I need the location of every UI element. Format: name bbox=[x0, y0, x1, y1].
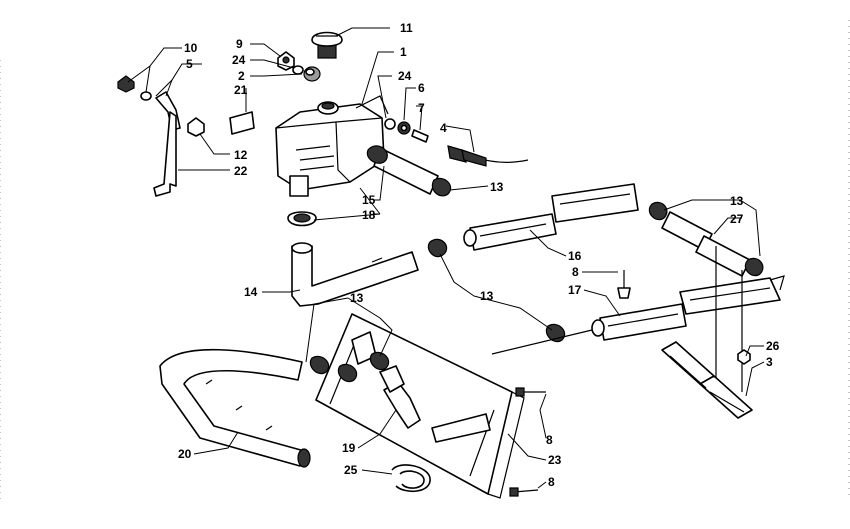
callout-7: 7 bbox=[418, 101, 425, 115]
callout-3: 3 bbox=[766, 355, 773, 369]
callout-20: 20 bbox=[178, 447, 192, 461]
callout-13-hose: 13 bbox=[490, 180, 504, 194]
clamp-13-radiator-left bbox=[309, 355, 330, 375]
clamp-13-upper-rail bbox=[427, 238, 448, 258]
callout-1: 1 bbox=[400, 45, 407, 59]
mount-3 bbox=[661, 341, 753, 419]
callout-12: 12 bbox=[234, 148, 248, 162]
clamp-13-right-upper bbox=[648, 201, 668, 221]
exchanger-tube-27 bbox=[648, 201, 764, 277]
radiator-cap bbox=[311, 31, 343, 59]
hose-20 bbox=[159, 348, 311, 468]
callout-17: 17 bbox=[568, 283, 582, 297]
callout-27: 27 bbox=[730, 212, 744, 226]
callout-13-radiator: 13 bbox=[350, 291, 364, 305]
callout-8-mid: 8 bbox=[546, 433, 553, 447]
clamp-25 bbox=[391, 464, 431, 493]
leader-lines bbox=[127, 27, 765, 489]
bleed-screw-8-bottom bbox=[509, 487, 539, 497]
washer-5 bbox=[140, 91, 152, 101]
hose-4-segment bbox=[461, 149, 487, 167]
washer-24-right bbox=[384, 118, 396, 130]
callout-5: 5 bbox=[186, 57, 193, 71]
callout-21: 21 bbox=[234, 83, 248, 97]
callout-2: 2 bbox=[238, 69, 245, 83]
callout-8-upper: 8 bbox=[572, 265, 579, 279]
bleed-screw-8-mid bbox=[515, 387, 546, 397]
clamp-13-hose15 bbox=[431, 177, 452, 197]
hose-19 bbox=[351, 331, 491, 443]
callout-13-mid: 13 bbox=[480, 289, 494, 303]
nut-12 bbox=[187, 117, 205, 137]
clamp-13-tank bbox=[366, 145, 388, 164]
hose-14 bbox=[291, 242, 419, 307]
connecting-line bbox=[491, 329, 593, 355]
bleed-screw-8-upper bbox=[617, 270, 631, 299]
fitting-6 bbox=[397, 121, 411, 135]
callout-6: 6 bbox=[418, 81, 425, 95]
nut-10 bbox=[117, 75, 135, 93]
callout-11: 11 bbox=[400, 21, 413, 35]
nut-26 bbox=[737, 349, 751, 365]
callout-9: 9 bbox=[236, 37, 243, 51]
callout-18: 18 bbox=[362, 208, 376, 222]
heat-exchanger-17 bbox=[591, 275, 785, 341]
nut-9 bbox=[277, 51, 295, 71]
grommet-2 bbox=[303, 66, 321, 82]
clamp-13-radiator-mid bbox=[337, 363, 358, 383]
coolant-tank bbox=[275, 95, 389, 197]
callout-19: 19 bbox=[342, 441, 356, 455]
rod-22 bbox=[153, 111, 177, 197]
callout-13-right: 13 bbox=[730, 194, 744, 208]
decal-21 bbox=[229, 111, 255, 135]
callout-8-bottom: 8 bbox=[548, 475, 555, 489]
callout-23: 23 bbox=[548, 453, 562, 467]
callout-24-right: 24 bbox=[398, 69, 412, 83]
callout-labels: 11 10 9 1 5 24 2 24 21 6 7 4 12 22 13 15… bbox=[178, 21, 780, 489]
clamp-13-radiator-right bbox=[369, 351, 390, 371]
clamp-13-right-lower bbox=[744, 257, 764, 277]
callout-22: 22 bbox=[234, 164, 248, 178]
callout-10: 10 bbox=[184, 41, 198, 55]
callout-16: 16 bbox=[568, 249, 582, 263]
callout-15: 15 bbox=[362, 193, 376, 207]
callout-25: 25 bbox=[344, 463, 358, 477]
callout-26: 26 bbox=[766, 339, 780, 353]
callout-4: 4 bbox=[440, 121, 447, 135]
heat-exchanger-16 bbox=[463, 183, 639, 251]
bolt-7 bbox=[411, 129, 429, 143]
washer-24-top bbox=[292, 65, 304, 75]
callout-24-upper: 24 bbox=[232, 53, 246, 67]
callout-14: 14 bbox=[244, 285, 258, 299]
